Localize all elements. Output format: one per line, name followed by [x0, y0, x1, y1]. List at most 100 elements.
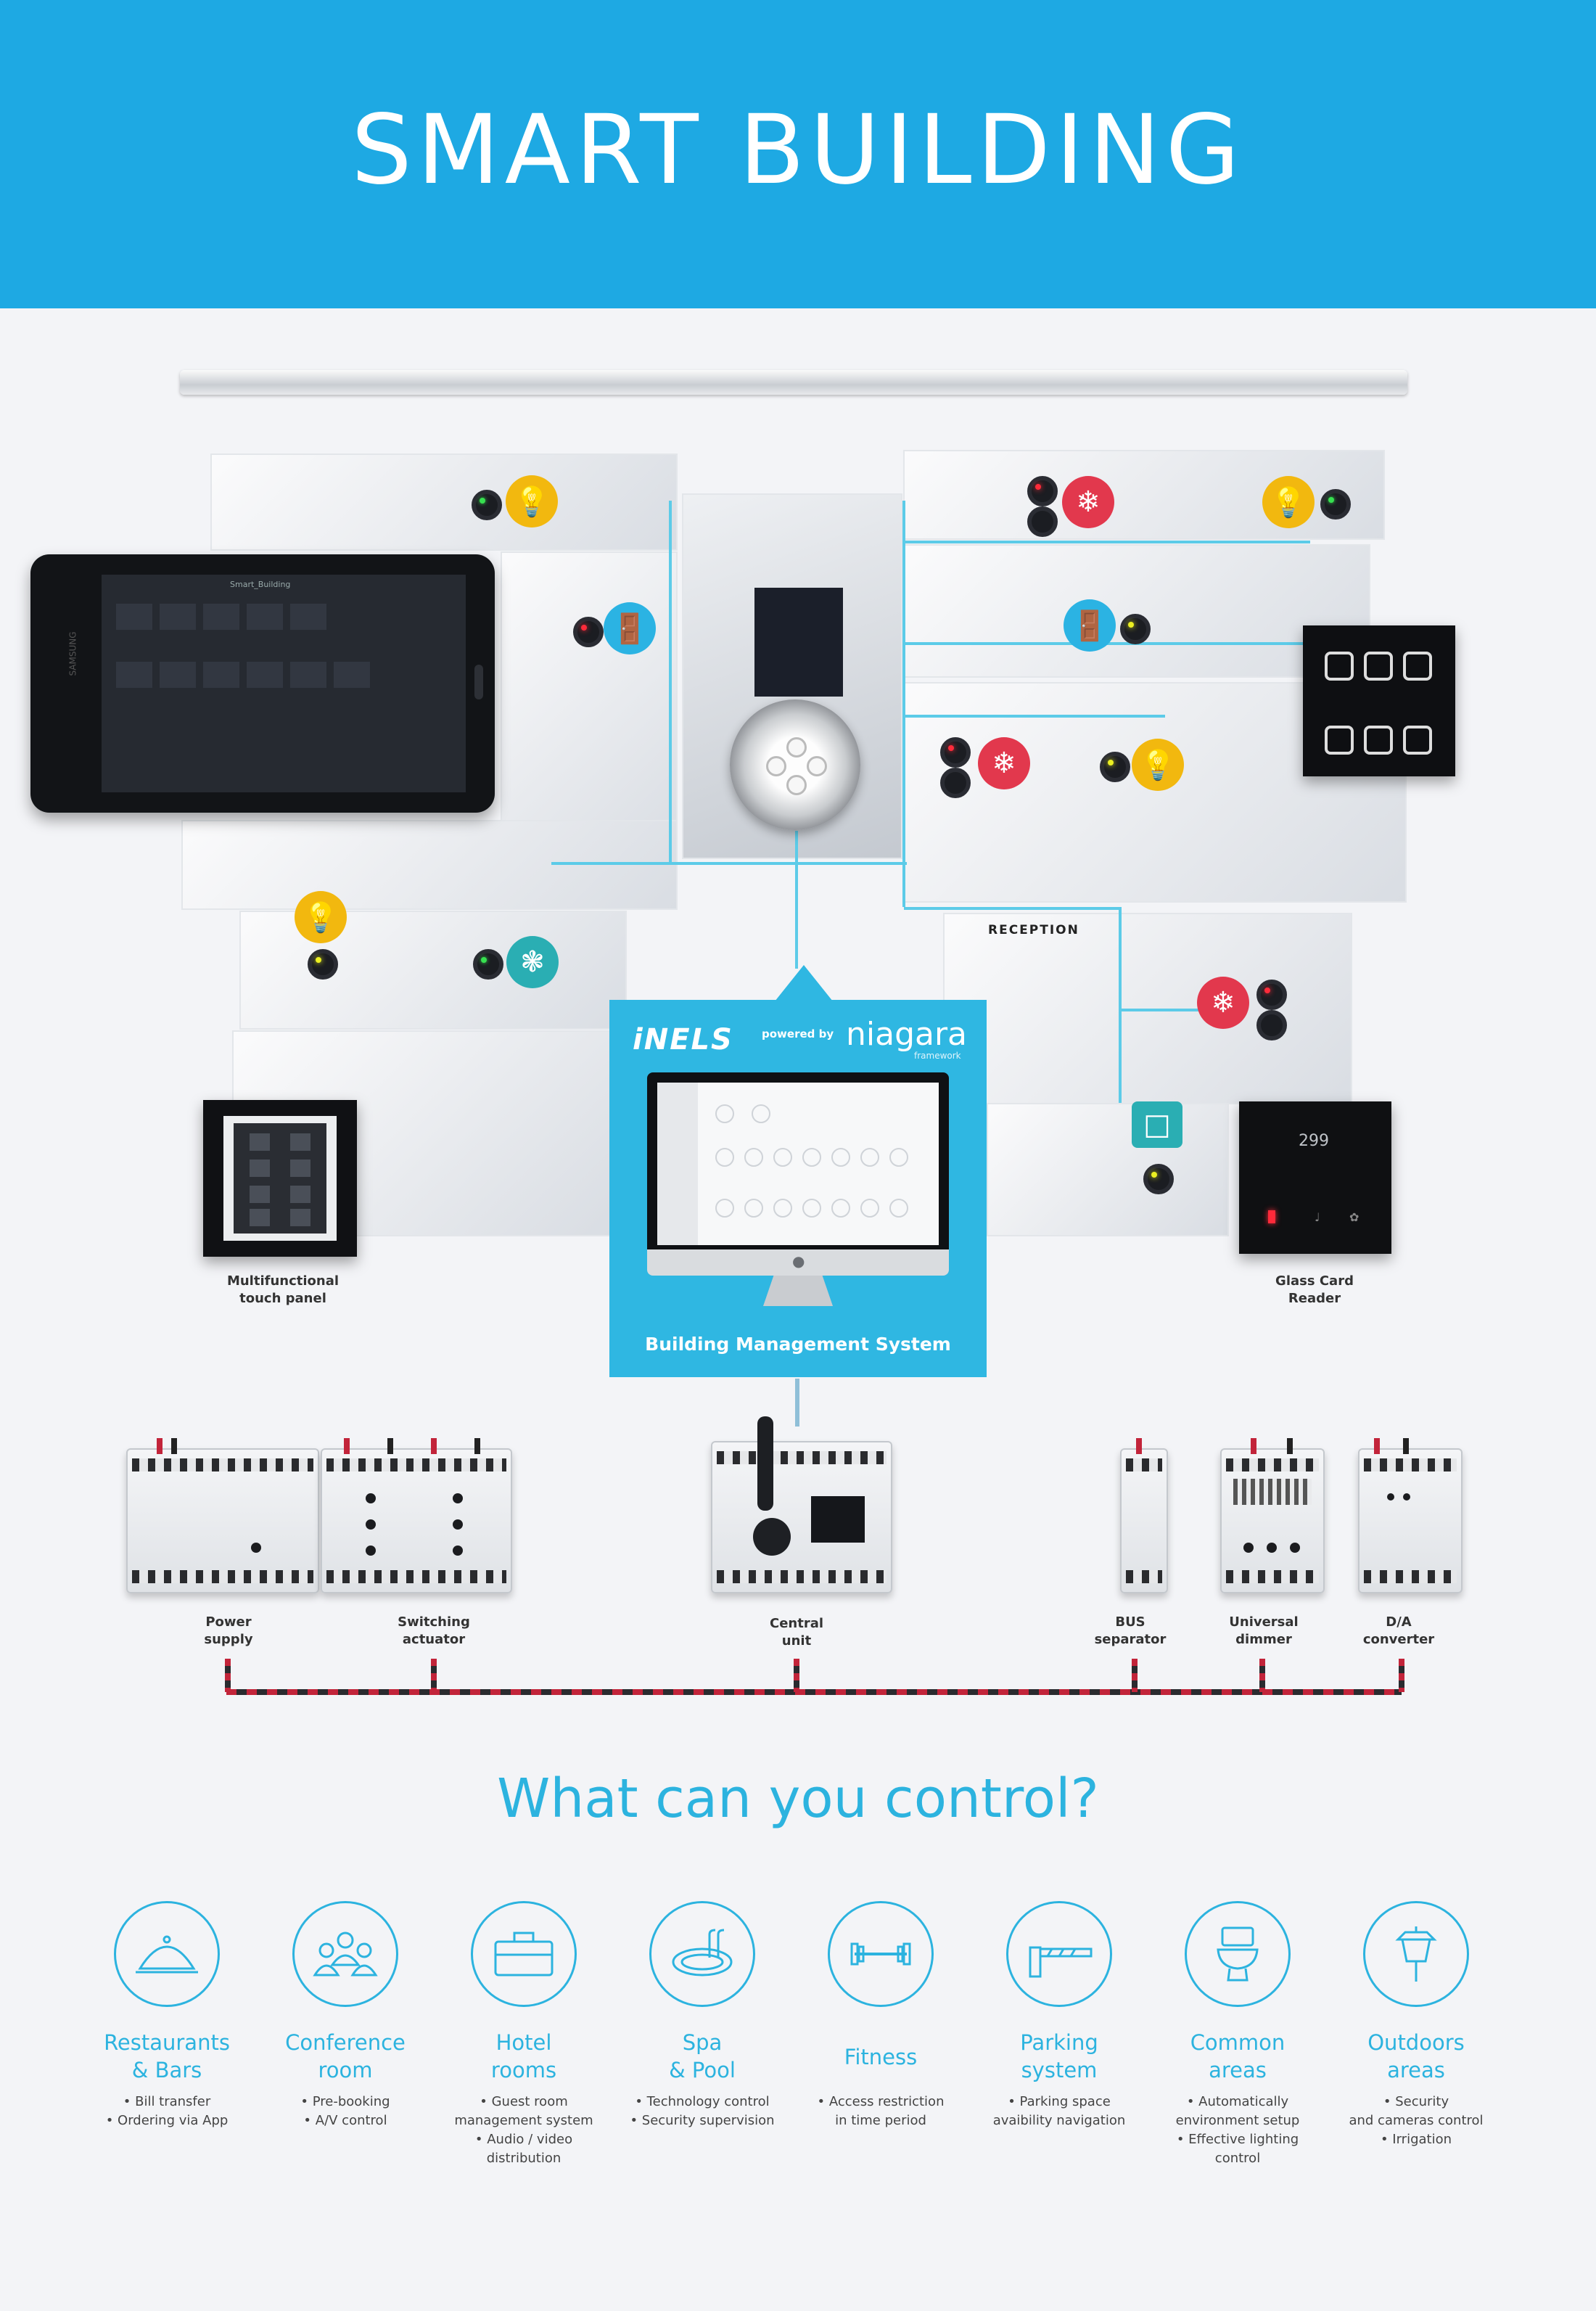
monitor-stand [763, 1276, 833, 1306]
bus-separator-module [1120, 1438, 1168, 1593]
bms-monitor [647, 1072, 949, 1271]
wire-line [902, 501, 905, 907]
switch-button[interactable] [1364, 726, 1393, 755]
bell-icon: ♩ [1315, 1210, 1320, 1224]
indicator-led [1120, 614, 1151, 644]
indicator-led [1320, 489, 1351, 520]
light-bulb-icon: 💡 [1132, 739, 1184, 791]
tablet-device: SAMSUNG Smart_Building [30, 554, 495, 813]
door-icon: 🚪 [604, 602, 656, 654]
indicator-led [573, 617, 604, 647]
led-light-rail [180, 370, 1407, 395]
header-banner: SMART BUILDING [0, 0, 1596, 308]
indicator-led [1143, 1164, 1174, 1194]
bus-drop [225, 1659, 231, 1692]
central-unit-module [711, 1416, 892, 1593]
elevator-shaft [754, 588, 843, 697]
bms-monitor-screen[interactable] [657, 1083, 939, 1245]
indicator-led [1027, 506, 1058, 537]
switch-button[interactable] [1325, 652, 1354, 681]
cloche-icon [114, 1901, 220, 2007]
light-bulb-icon: 💡 [506, 475, 558, 528]
thermostat-icon: ❄ [1062, 476, 1114, 528]
wire-line [904, 715, 1165, 718]
switch-button[interactable] [1403, 726, 1432, 755]
dumbbell-icon [828, 1901, 934, 2007]
bus-drop [1259, 1659, 1265, 1692]
navigation-dial[interactable] [753, 1518, 791, 1556]
bus-drop [431, 1659, 437, 1692]
powered-by-label: powered by [762, 1027, 834, 1040]
indicator-led [1256, 1010, 1287, 1040]
touch-panel-caption: Multifunctional touch panel [226, 1273, 340, 1306]
light-bulb-icon: 💡 [295, 891, 347, 943]
wire-line [1119, 907, 1122, 1103]
ceiling-spotlight [730, 699, 860, 830]
do-not-disturb-icon: ✿ [1349, 1210, 1360, 1224]
toilet-icon [1185, 1901, 1291, 2007]
power-supply-module [126, 1438, 319, 1593]
bus-drop [1399, 1659, 1404, 1692]
tablet-screen[interactable] [102, 575, 466, 792]
central-unit-display [811, 1496, 865, 1543]
room-right-upper [903, 544, 1370, 678]
light-bulb-icon: 💡 [1262, 476, 1315, 528]
multifunctional-touch-panel [203, 1100, 357, 1257]
wire-line [1121, 1009, 1208, 1011]
barrier-icon [1006, 1901, 1112, 2007]
card-reader-caption: Glass Card Reader [1275, 1273, 1354, 1306]
framework-label: framework [914, 1051, 961, 1061]
tablet-brand: SAMSUNG [67, 631, 78, 676]
pool-icon [649, 1901, 755, 2007]
bus-drop [1132, 1659, 1138, 1692]
room-top-left [210, 453, 678, 551]
page-title: SMART BUILDING [351, 94, 1245, 206]
universal-dimmer-module [1220, 1438, 1325, 1593]
glass-card-reader: 299 ♩ ✿ [1239, 1101, 1391, 1254]
reception-label: RECEPTION [988, 923, 1079, 937]
bus-cable [226, 1689, 1402, 1695]
bms-pointer [775, 965, 833, 1001]
wire-line [904, 541, 1310, 543]
bus-drop [794, 1659, 799, 1692]
room-number: 299 [1299, 1132, 1329, 1150]
thermostat-icon: ❄ [1197, 977, 1249, 1029]
indicator-led [472, 490, 502, 520]
niagara-logo: niagara [846, 1016, 968, 1053]
apple-logo-icon: ● [792, 1252, 805, 1270]
switch-button[interactable] [1364, 652, 1393, 681]
room-bottom-right [987, 1103, 1229, 1236]
indicator-led [940, 768, 971, 798]
switching-actuator-module [321, 1438, 512, 1593]
switch-button[interactable] [1325, 726, 1354, 755]
inels-logo: iNELS [633, 1023, 733, 1056]
thermostat-icon: ❄ [978, 737, 1030, 789]
lantern-icon [1363, 1901, 1469, 2007]
people-icon [292, 1901, 398, 2007]
section-heading: What can you control? [497, 1768, 1099, 1830]
bms-panel: iNELS powered by niagara framework ● Bui… [609, 1000, 987, 1377]
tablet-screen-title: Smart_Building [230, 580, 291, 589]
network-cable [795, 1379, 799, 1427]
indicator-led [473, 949, 503, 980]
switch-button[interactable] [1403, 652, 1432, 681]
room-left-lower [181, 820, 678, 910]
glass-switch-panel [1303, 625, 1455, 776]
category-restaurants: Restaurants& Bars • Bill transfer• Order… [80, 1901, 254, 2130]
wire-line [904, 907, 1122, 910]
indicator-led [940, 737, 971, 768]
indicator-led [1100, 752, 1130, 782]
tablet-home-button[interactable] [474, 665, 483, 699]
room-left-column [501, 551, 678, 859]
